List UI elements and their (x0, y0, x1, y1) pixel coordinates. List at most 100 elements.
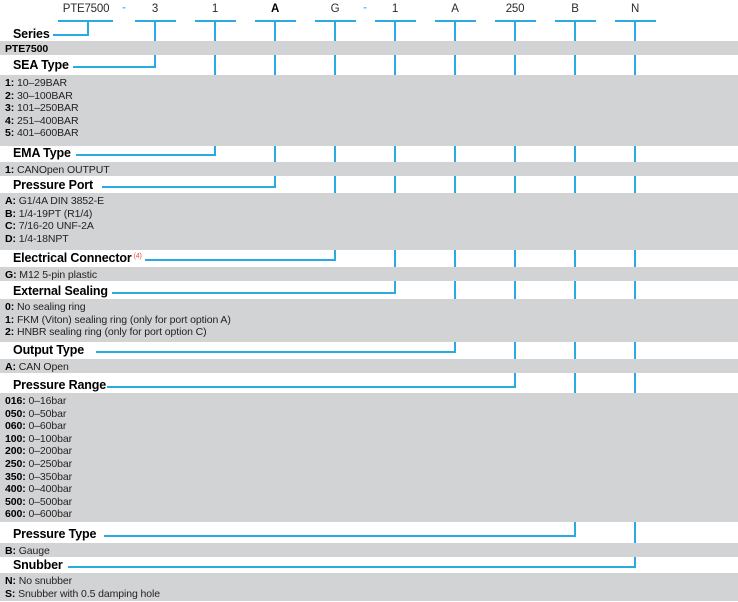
option-desc: 0–350bar (28, 470, 73, 483)
code-underline (58, 20, 113, 22)
option-desc: No snubber (18, 575, 73, 587)
section-title: Electrical Connector (13, 251, 132, 265)
option-desc: CAN Open (18, 361, 69, 373)
connector-hline-sealing (112, 292, 396, 294)
code-segment-snubber: N (630, 3, 640, 15)
code-segment-pressure-port: A (270, 3, 280, 15)
option-key: 016: (5, 395, 26, 407)
section-header-external-sealing: External Sealing (13, 285, 108, 298)
option-desc: No sealing ring (16, 301, 86, 313)
code-segment-ema-type: 1 (211, 3, 219, 15)
option-key: 060: (5, 420, 26, 433)
section-header-output-type: Output Type (13, 344, 84, 357)
code-segment-pressure-type: B (571, 3, 579, 15)
option-row: 3: 101–250BAR (5, 102, 738, 115)
section-title: External Sealing (13, 284, 108, 298)
option-desc: 0–200bar (28, 445, 73, 458)
option-row: B: Gauge (5, 545, 738, 558)
option-key: N: (5, 575, 16, 587)
option-key: 600: (5, 508, 26, 521)
section-band-snubber: N: No snubber S: Snubber with 0.5 dampin… (0, 573, 738, 601)
option-desc: 0–600bar (28, 508, 73, 521)
option-row: S: Snubber with 0.5 damping hole (5, 588, 738, 601)
code-underline (555, 20, 596, 22)
option-key: A: (5, 195, 16, 207)
connector-hline-pressure-range (107, 386, 516, 388)
code-underline (375, 20, 416, 22)
code-underline (255, 20, 296, 22)
option-desc: 0–60bar (28, 420, 67, 433)
section-header-pressure-range: Pressure Range (13, 379, 106, 392)
code-underline (195, 20, 236, 22)
connector-vline-sealing (394, 22, 396, 294)
option-row: 0: No sealing ring (5, 301, 738, 314)
option-desc: 0–400bar (28, 483, 73, 496)
option-key: A: (5, 361, 16, 373)
option-key: D: (5, 232, 16, 245)
option-desc: 0–500bar (28, 495, 73, 508)
connector-hline-pressure-port (102, 186, 276, 188)
section-title: Pressure Port (13, 178, 94, 192)
section-header-ema-type: EMA Type (13, 147, 71, 160)
option-desc: 251–400BAR (16, 114, 79, 127)
section-band-pressure-type: B: Gauge (0, 543, 738, 557)
option-row: D: 1/4-18NPT (5, 233, 738, 246)
code-underline (615, 20, 656, 22)
option-key: 2: (5, 89, 15, 102)
option-desc: M12 5-pin plastic (19, 269, 97, 281)
code-underline (435, 20, 476, 22)
connector-hline-series (53, 34, 89, 36)
option-row: 5: 401–600BAR (5, 127, 738, 140)
section-title: Snubber (13, 558, 63, 572)
section-header-sea-type: SEA Type (13, 59, 69, 72)
option-desc: G1/4A DIN 3852-E (18, 195, 105, 207)
connector-vline-snubber (634, 22, 636, 568)
option-key: 2: (5, 326, 15, 339)
code-separator-dash: - (122, 2, 126, 14)
option-key: 1: (5, 164, 15, 176)
code-segment-sea-type: 3 (151, 3, 159, 15)
option-row: 400: 0–400bar (5, 483, 738, 496)
option-row: N: No snubber (5, 575, 738, 588)
connector-vline-output-type (454, 22, 456, 353)
option-key: 1: (5, 77, 15, 89)
option-desc: 401–600BAR (16, 127, 79, 140)
connector-hline-connector (145, 259, 336, 261)
option-key: 350: (5, 470, 26, 483)
code-segment-connector: G (330, 3, 340, 15)
option-desc: 10–29BAR (16, 77, 67, 89)
option-row: 350: 0–350bar (5, 471, 738, 484)
option-desc: CANOpen OUTPUT (16, 164, 110, 176)
option-key: PTE7500 (5, 43, 49, 55)
code-segment-sealing: 1 (391, 3, 399, 15)
section-header-pressure-type: Pressure Type (13, 528, 96, 541)
option-row: 100: 0–100bar (5, 433, 738, 446)
option-row: 2: 30–100BAR (5, 90, 738, 103)
option-desc: HNBR sealing ring (only for port option … (16, 326, 207, 339)
option-row: 2: HNBR sealing ring (only for port opti… (5, 326, 738, 339)
code-segment-output-type: A (451, 3, 459, 15)
option-row: A: G1/4A DIN 3852-E (5, 195, 738, 208)
option-row: 200: 0–200bar (5, 445, 738, 458)
connector-hline-sea-type (73, 66, 156, 68)
section-band-output-type: A: CAN Open (0, 359, 738, 373)
section-header-pressure-port: Pressure Port (13, 179, 93, 192)
option-desc: 0–16bar (28, 395, 67, 407)
option-key: 100: (5, 432, 26, 445)
section-header-electrical-connector: Electrical Connector(4) (13, 252, 142, 267)
code-segment-series: PTE7500 (62, 3, 110, 15)
option-row: PTE7500 (5, 43, 738, 56)
section-title: SEA Type (13, 58, 69, 72)
section-band-series: PTE7500 (0, 41, 738, 55)
option-desc: Gauge (18, 545, 50, 557)
option-desc: Snubber with 0.5 damping hole (18, 587, 161, 600)
option-row: 600: 0–600bar (5, 508, 738, 521)
option-key: C: (5, 220, 16, 233)
option-desc: 1/4-19PT (R1/4) (18, 207, 93, 220)
option-key: G: (5, 269, 17, 281)
option-row: 060: 0–60bar (5, 420, 738, 433)
code-segment-pressure-range: 250 (505, 3, 525, 15)
option-desc: 7/16-20 UNF-2A (18, 220, 94, 233)
option-key: B: (5, 207, 16, 220)
